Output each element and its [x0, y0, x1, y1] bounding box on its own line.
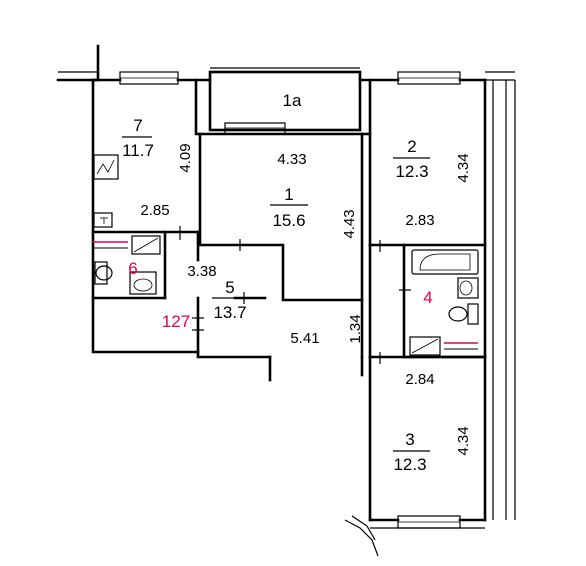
room7-number: 7: [133, 116, 142, 135]
toilet-icon: [448, 303, 479, 325]
room2-area: 12.3: [395, 162, 428, 181]
room7-length: 4.09: [177, 143, 194, 172]
apartment-number: 127: [162, 312, 190, 331]
shower-tray-icon-wc: [131, 235, 161, 255]
hall-side: 1.34: [347, 314, 364, 343]
red-partition: [93, 241, 478, 350]
room2-width: 2.83: [405, 212, 434, 229]
sink-icon: [93, 212, 113, 228]
toilet-icon-wc: [94, 261, 113, 285]
bath-number: 4: [423, 288, 432, 307]
room2-length: 4.34: [455, 153, 472, 182]
stove-icon: [93, 154, 119, 180]
hall-area: 13.7: [213, 303, 246, 322]
room3-area: 12.3: [393, 455, 426, 474]
room1-area: 15.6: [272, 211, 305, 230]
room1-number: 1: [284, 185, 293, 204]
bathtub-icon: [411, 249, 479, 275]
shower-tray-icon: [409, 336, 441, 356]
room2-number: 2: [407, 137, 416, 156]
room3-number: 3: [405, 430, 414, 449]
room7-width: 2.85: [140, 202, 169, 219]
balcony: [208, 67, 362, 135]
hall-length: 5.41: [290, 330, 319, 347]
room1-length: 4.43: [341, 209, 358, 238]
hall-number: 5: [225, 278, 234, 297]
room7-area: 11.7: [122, 141, 154, 160]
fraction-bars: [122, 136, 430, 452]
room1-width: 4.33: [277, 151, 306, 168]
balcony-number: 1a: [283, 91, 302, 110]
windows: [119, 71, 461, 529]
wc-number: 6: [128, 259, 137, 278]
washbasin-icon: [457, 277, 479, 299]
interior-walls: [91, 78, 487, 522]
hall-width: 3.38: [187, 263, 216, 280]
room3-width: 2.84: [405, 371, 434, 388]
outer-walls: [56, 44, 516, 557]
washbasin-icon-wc: [129, 271, 157, 295]
room3-length: 4.34: [455, 426, 472, 455]
